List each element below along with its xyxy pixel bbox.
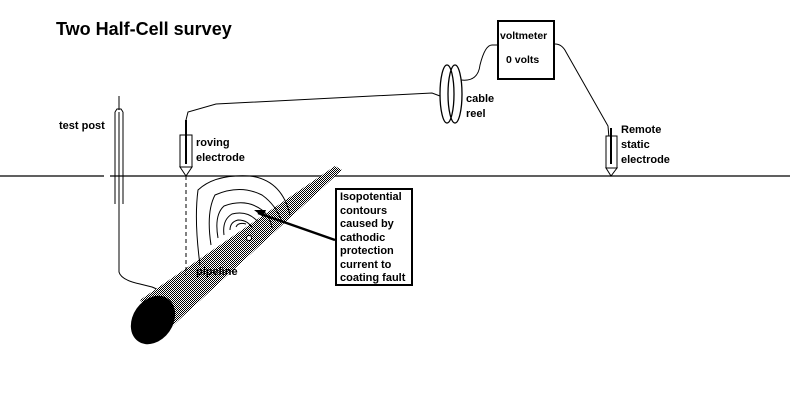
remote-electrode-label: Remote static electrode: [621, 123, 670, 168]
callout-line: current to: [340, 258, 392, 271]
test-post: [114, 96, 124, 204]
callout-line: contours: [340, 204, 388, 217]
remote-electrode-label-line2: static: [621, 139, 650, 151]
roving-electrode: [179, 120, 193, 177]
pipeline-label: pipeline: [196, 266, 238, 278]
voltmeter-label: voltmeter: [500, 30, 548, 42]
roving-cable: [185, 92, 441, 121]
callout-line: cathodic: [340, 231, 386, 244]
roving-electrode-label-line1: roving: [196, 137, 230, 149]
callout-line: caused by: [340, 218, 394, 230]
cable-reel-label-line1: cable: [466, 93, 495, 105]
roving-electrode-label-line2: electrode: [196, 152, 245, 164]
test-post-label: test post: [59, 120, 105, 132]
remote-cable: [554, 43, 610, 139]
diagram-title: Two Half-Cell survey: [56, 19, 232, 39]
remote-electrode-label-line1: Remote: [621, 124, 662, 136]
callout-line: Isopotential: [340, 191, 402, 203]
isopotential-callout: Isopotential contours caused by cathodic…: [335, 188, 413, 286]
remote-electrode-label-line3: electrode: [621, 154, 670, 166]
pipeline: [130, 166, 342, 345]
callout-line: protection: [340, 245, 394, 257]
voltmeter: voltmeter 0 volts: [497, 20, 555, 80]
cable-reel-label: cable reel: [466, 92, 494, 122]
reel-cable: [460, 44, 497, 81]
roving-electrode-label: roving electrode: [196, 136, 245, 166]
callout-line: coating fault: [340, 272, 406, 284]
cable-reel-label-line2: reel: [466, 108, 486, 120]
test-post-wire: [118, 204, 161, 295]
remote-static-electrode: [605, 128, 618, 177]
cable-reel-icon: [439, 64, 463, 124]
callout-arrow: [254, 210, 336, 242]
voltmeter-reading: 0 volts: [506, 54, 540, 66]
